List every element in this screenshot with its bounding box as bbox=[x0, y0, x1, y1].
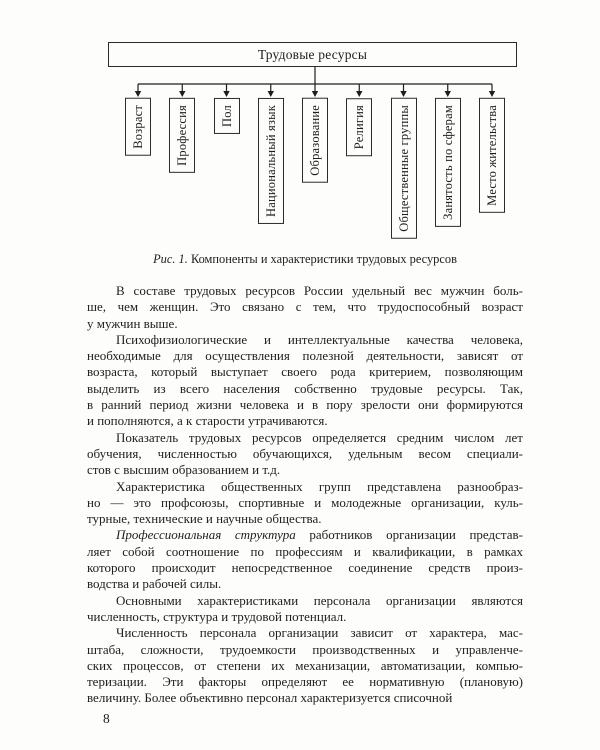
diagram-branch-box: Место жительства bbox=[479, 98, 505, 213]
diagram-branch-label: Общественные группы bbox=[396, 105, 411, 232]
text-line: у мужчин выше. bbox=[87, 315, 178, 331]
text-line: Профессиональная структура работников ор… bbox=[116, 527, 523, 543]
text-line: численность, структура и трудовой потенц… bbox=[87, 608, 347, 624]
text-line: необходимые для осуществления полезной д… bbox=[87, 348, 523, 364]
diagram-branch-box: Образование bbox=[302, 98, 328, 183]
text-line: Основными характеристиками персонала орг… bbox=[116, 592, 523, 608]
diagram-root-label: Трудовые ресурсы bbox=[257, 46, 368, 62]
diagram-branch-label: Профессия bbox=[175, 105, 190, 166]
text-line: которого происходит непосредственное сое… bbox=[87, 560, 523, 576]
diagram-branch-label: Образование bbox=[308, 105, 322, 176]
text-line: Характеристика общественных групп предст… bbox=[116, 478, 523, 494]
diagram-branch-label: Возраст bbox=[131, 105, 145, 149]
text-line: обучения, численностью обучающихся, удел… bbox=[87, 445, 523, 461]
text-line: в ранний период жизни человека и в пору … bbox=[87, 397, 523, 413]
body-text: В составе трудовых ресурсов России удель… bbox=[87, 283, 523, 707]
text-line: Психофизиологические и интеллектуальные … bbox=[116, 331, 523, 347]
text-line: турные, технические и научные общества. bbox=[87, 511, 322, 527]
diagram-branch-box: Возраст bbox=[125, 98, 151, 156]
diagram-branch-label: Место жительства bbox=[485, 105, 499, 206]
figure-caption-number: Рис. 1. bbox=[153, 252, 188, 266]
text-line: теризации. Эти факторы определяют ее нор… bbox=[87, 674, 523, 690]
diagram-branch-label: Пол bbox=[219, 105, 234, 127]
page-number: 8 bbox=[103, 711, 110, 726]
diagram-branch-label: Национальный язык bbox=[263, 105, 278, 217]
text-line: величину. Более объективно персонал хара… bbox=[87, 690, 453, 706]
text-line: Показатель трудовых ресурсов определяетс… bbox=[116, 429, 523, 445]
text-line: стов с высшим образованием и т.д. bbox=[87, 462, 281, 478]
text-line: но — это профсоюзы, спортивные и молодеж… bbox=[87, 494, 523, 510]
diagram-branch-label: Занятость по сферам bbox=[440, 105, 455, 220]
text-line: выделить из всего населения собственно т… bbox=[87, 380, 523, 396]
diagram-branch-box: Профессия bbox=[169, 98, 196, 173]
diagram-root-box: Трудовые ресурсы bbox=[108, 42, 517, 67]
figure-caption-text: Компоненты и характеристики трудовых рес… bbox=[187, 252, 457, 266]
diagram-branch-box: Национальный язык bbox=[257, 98, 284, 224]
text-line: ляет собой соотношение по профессиям и к… bbox=[87, 543, 523, 559]
text-line: водства и рабочей силы. bbox=[87, 576, 222, 592]
text-line: Численность персонала организации зависи… bbox=[116, 625, 523, 641]
text-line: ских процессов, от степени их механизаци… bbox=[87, 657, 523, 673]
diagram-connector-lines bbox=[134, 67, 496, 97]
text-line: возраста, который выступает своего рода … bbox=[87, 364, 523, 380]
diagram-branch-box: Религия bbox=[346, 98, 373, 157]
text-line: штаба, сложности, трудоемкости производс… bbox=[87, 641, 523, 657]
text-line: и пополняются, а к старости утрачиваются… bbox=[87, 413, 328, 429]
diagram-branch-box: Занятость по сферам bbox=[434, 98, 461, 227]
text-line: ше, чем женщин. Это связано с тем, что т… bbox=[87, 299, 523, 315]
diagram-branch-label: Религия bbox=[352, 105, 367, 150]
figure-caption: Рис. 1. Компоненты и характеристики труд… bbox=[87, 252, 523, 267]
figure-diagram: Трудовые ресурсы Возраст Профессия Пол Наци… bbox=[0, 0, 600, 262]
diagram-branch-box: Пол bbox=[213, 98, 240, 134]
diagram-branch-box: Общественные группы bbox=[390, 98, 417, 239]
text-line: В составе трудовых ресурсов России удель… bbox=[116, 283, 523, 298]
